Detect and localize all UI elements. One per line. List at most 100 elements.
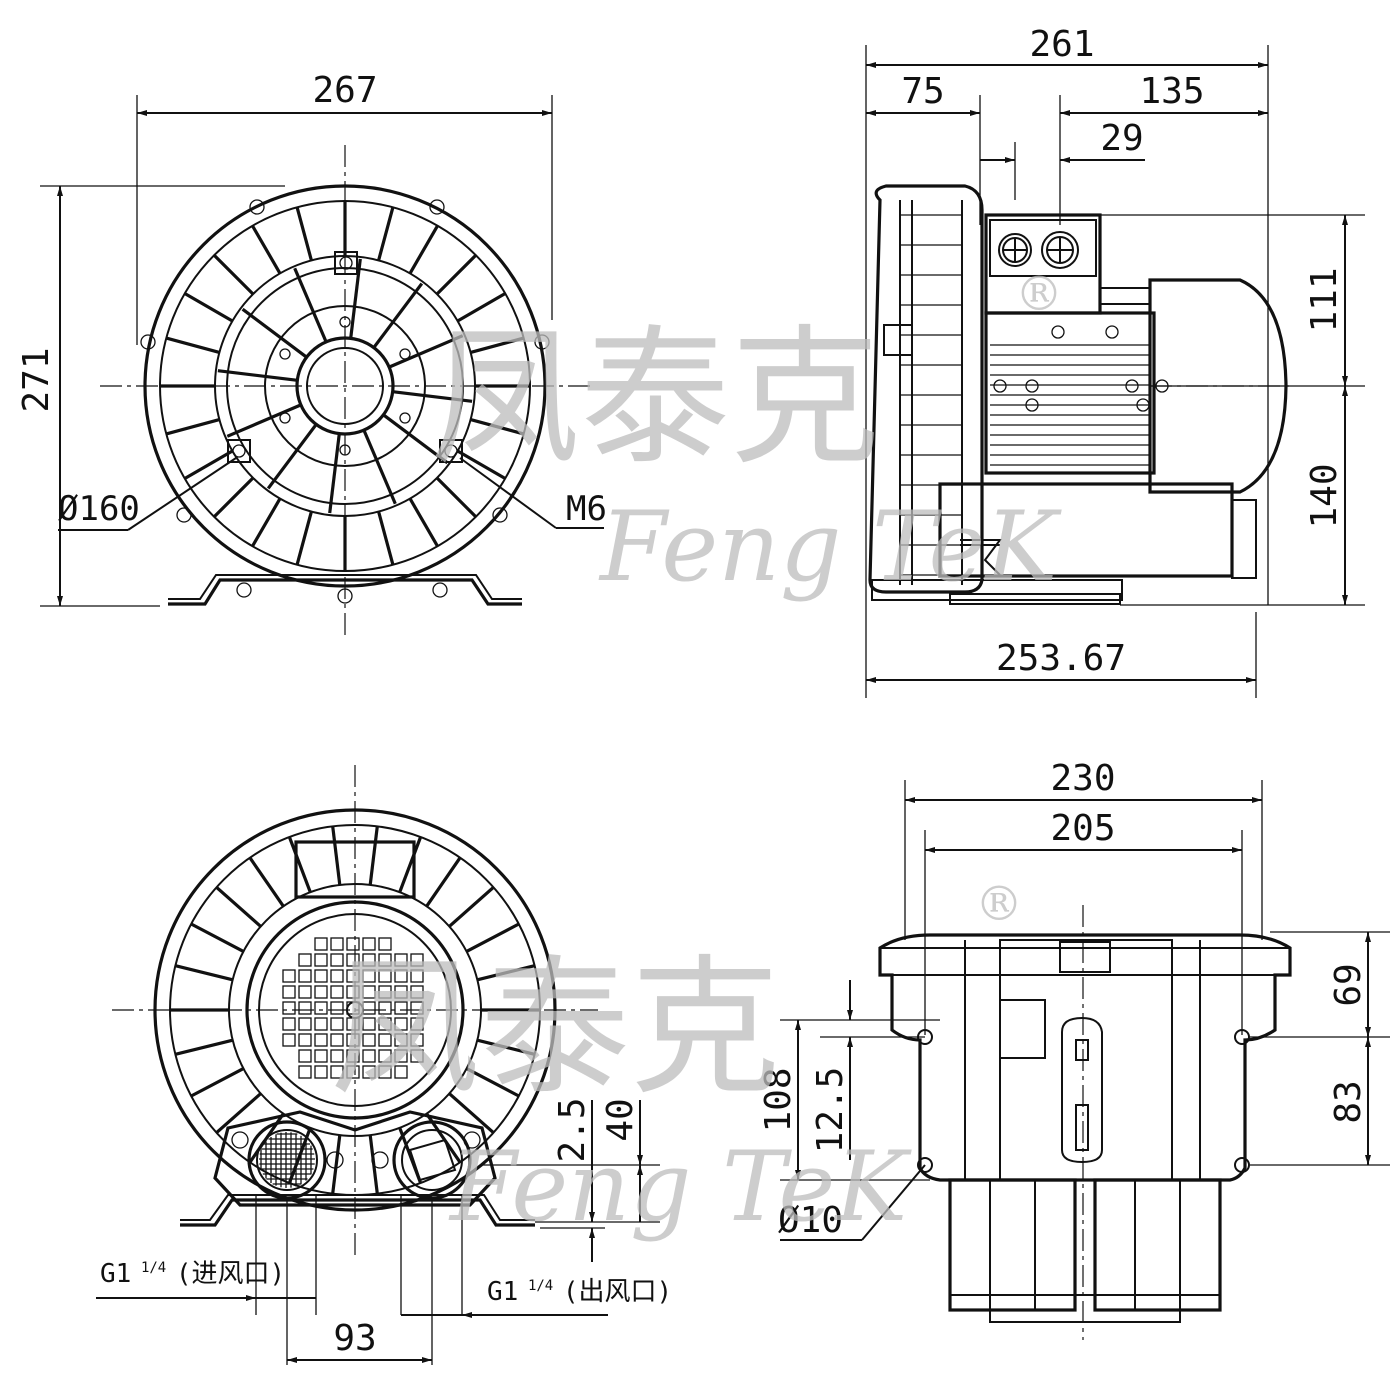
- grill-cell: [330, 1033, 344, 1047]
- rear-motor-cover: [245, 900, 465, 1120]
- grill-cell: [298, 969, 312, 983]
- base-foot: [168, 578, 522, 606]
- dim-height-label: 271: [16, 347, 57, 412]
- drawing-stroke: [295, 206, 313, 261]
- grill-cell: [282, 1033, 296, 1047]
- mount-hole-2: [1234, 1029, 1250, 1045]
- drawing-stroke: [476, 964, 535, 982]
- dim-bottom-lower-label: 83: [1328, 1080, 1369, 1123]
- mount-lugs: [140, 199, 550, 604]
- grill-cell: [330, 1049, 344, 1063]
- drawing-stroke: [331, 826, 342, 886]
- grill-cell: [298, 953, 312, 967]
- dim-small-gap-label: 2.5: [552, 1097, 593, 1162]
- grill-cell: [314, 1049, 328, 1063]
- drawing-stroke: [175, 964, 234, 982]
- grill-cell: [378, 1049, 392, 1063]
- grill-cell: [394, 1033, 408, 1047]
- grill-cell: [394, 1065, 408, 1079]
- drawing-stroke: [372, 282, 424, 349]
- grill-cell: [378, 985, 392, 999]
- dim-upper-label: 111: [1304, 267, 1345, 332]
- side-base: [871, 579, 1123, 601]
- watermark-brand-en-top: Feng TeK: [598, 491, 1062, 603]
- drawing-stroke: [251, 224, 282, 275]
- rear-base-foot: [180, 1198, 535, 1227]
- grill-cell: [346, 1049, 360, 1063]
- grill-cell: [282, 985, 296, 999]
- watermark-reg-bottom: ®: [975, 876, 1023, 932]
- drawing-stroke: [476, 1038, 535, 1056]
- grill-cell: [346, 1065, 360, 1079]
- drawing-stroke: [470, 418, 525, 436]
- dim-bottom-label: 253.67: [996, 638, 1126, 679]
- drawing-stroke: [398, 836, 423, 893]
- drawing-stroke: [183, 292, 234, 323]
- grill-cell: [410, 969, 424, 983]
- grill-cell: [378, 1065, 392, 1079]
- drawing-stroke: [215, 886, 262, 928]
- grill-cell: [314, 985, 328, 999]
- watermark-brand-cn-bottom: 凤泰克: [330, 942, 780, 1116]
- drawing-stroke: [213, 476, 255, 518]
- dim-lower-label: 140: [1304, 463, 1345, 528]
- drawing-stroke: [190, 1067, 245, 1098]
- grill-cell: [378, 1001, 392, 1015]
- cable-gland-1: [998, 233, 1032, 267]
- grill-cell: [378, 969, 392, 983]
- dim-bolt-label: M6: [566, 489, 607, 529]
- dim-hole-label: Ø10: [778, 1200, 843, 1241]
- drawing-stroke: [408, 497, 439, 548]
- grill-cell: [314, 1065, 328, 1079]
- drawing-stroke: [377, 206, 395, 261]
- mount-hole-4: [1234, 1157, 1250, 1173]
- dim-width-label: 267: [312, 70, 377, 111]
- watermark-bottom: 凤泰克 Feng TeK ®: [330, 876, 1023, 1243]
- dim-right-label: 135: [1139, 71, 1204, 112]
- drawing-stroke: [287, 1127, 312, 1184]
- motor-bolts: [993, 325, 1169, 412]
- dim-left-tall-label: 108: [758, 1067, 799, 1132]
- watermark-reg-top: ®: [1015, 266, 1063, 322]
- grill-cell: [362, 969, 376, 983]
- grill-cell: [378, 1017, 392, 1031]
- grill-cell: [282, 969, 296, 983]
- dim-total-label: 261: [1029, 24, 1094, 65]
- dim-diameter-label: Ø160: [58, 489, 140, 529]
- drawing-stroke: [241, 307, 308, 359]
- drawing-stroke: [266, 423, 318, 490]
- drawing-stroke: [435, 476, 477, 518]
- motor-fins: [990, 344, 1150, 466]
- motor-body: [984, 311, 1156, 475]
- grill-cell: [394, 985, 408, 999]
- drawing-stroke: [165, 336, 220, 354]
- drawing-stroke: [293, 267, 328, 343]
- drawing-stroke: [368, 826, 379, 886]
- grill-cell: [346, 985, 360, 999]
- inlet-spec-label: G1 1/4 (进风口): [100, 1257, 285, 1289]
- bottom-view: 230 205 69 83 108 12.5: [758, 758, 1390, 1340]
- dim-small-label: 29: [1100, 118, 1143, 159]
- grill-cell: [330, 937, 344, 951]
- grill-cell: [346, 1033, 360, 1047]
- grill-cell: [330, 1017, 344, 1031]
- grill-cell: [330, 953, 344, 967]
- dim-inner-label: 205: [1050, 808, 1115, 849]
- grill-cell: [282, 1001, 296, 1015]
- drawing-stroke: [175, 1038, 234, 1056]
- grill-cell: [362, 1017, 376, 1031]
- grill-cell: [346, 969, 360, 983]
- grill-cell: [330, 985, 344, 999]
- drawing-stroke: [248, 856, 285, 908]
- grill-cell: [346, 953, 360, 967]
- grill-cell: [314, 1033, 328, 1047]
- grill-cell: [410, 1033, 424, 1047]
- drawing-stroke: [331, 1134, 342, 1194]
- hub-ring: [295, 336, 395, 436]
- side-view: 261 75 135 29 111 140 253.67: [865, 24, 1365, 698]
- dim-outer-label: 230: [1050, 758, 1115, 799]
- grill-cell: [298, 1065, 312, 1079]
- grill-cell: [362, 1049, 376, 1063]
- drawing-stroke: [456, 449, 507, 480]
- grill-cell: [362, 1065, 376, 1079]
